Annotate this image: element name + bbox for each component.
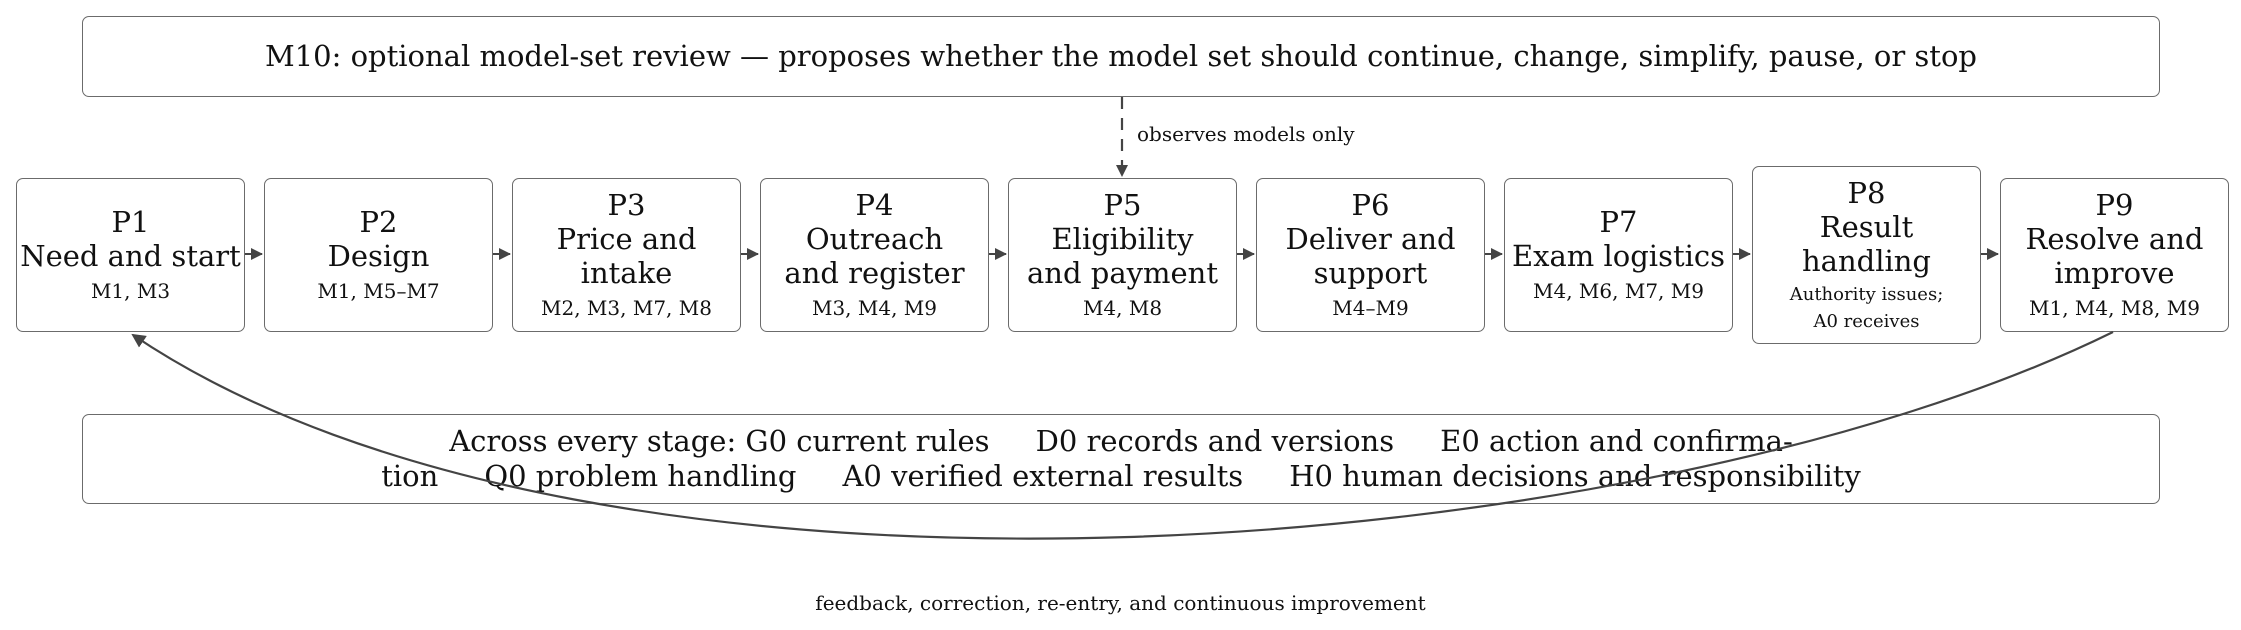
stage-id: P7 (1599, 205, 1638, 239)
stage-p6: P6 Deliver and support M4–M9 (1256, 178, 1485, 332)
stage-models: M1, M4, M8, M9 (2029, 296, 2200, 320)
model-set-review-box: M10: optional model-set review — propose… (82, 16, 2160, 97)
feedback-label: feedback, correction, re-entry, and cont… (815, 591, 1426, 615)
stage-p2: P2 Design M1, M5–M7 (264, 178, 493, 332)
stage-title: Exam logistics (1511, 239, 1726, 273)
feedback-arrow (131, 331, 2114, 540)
stage-p3: P3 Price and intake M2, M3, M7, M8 (512, 178, 741, 332)
stage-p1: P1 Need and start M1, M3 (16, 178, 245, 332)
stage-note: A0 receives (1813, 310, 1920, 332)
cross-cutting-line-1: Across every stage: G0 current rules D0 … (449, 424, 1793, 458)
stage-id: P5 (1103, 188, 1142, 222)
stage-title: Outreach and register (784, 222, 965, 290)
stage-p9: P9 Resolve and improve M1, M4, M8, M9 (2000, 178, 2229, 332)
stage-title: Price and intake (556, 222, 697, 290)
stage-id: P8 (1847, 175, 1886, 210)
observes-label: observes models only (1137, 122, 1355, 146)
stage-p5: P5 Eligibility and payment M4, M8 (1008, 178, 1237, 332)
stage-id: P6 (1351, 188, 1390, 222)
stage-id: P2 (359, 205, 398, 239)
stage-id: P9 (2095, 188, 2134, 222)
cross-cutting-line-2: tion Q0 problem handling A0 verified ext… (381, 459, 1861, 493)
stage-models: M2, M3, M7, M8 (541, 296, 712, 320)
stage-note: Authority issues; (1789, 283, 1944, 305)
cross-cutting-box: Across every stage: G0 current rules D0 … (82, 414, 2160, 504)
stage-title: Design (327, 239, 430, 273)
stage-title: Need and start (20, 239, 241, 273)
stage-models: M3, M4, M9 (811, 296, 938, 320)
stage-p8: P8 Result handling Authority issues; A0 … (1752, 166, 1981, 344)
stage-id: P4 (855, 188, 894, 222)
stage-title: Resolve and improve (2025, 222, 2204, 290)
stage-title: Eligibility and payment (1027, 222, 1218, 290)
stage-models: M1, M3 (90, 279, 171, 303)
stage-models: M1, M5–M7 (317, 279, 440, 303)
review-text: M10: optional model-set review — propose… (265, 39, 1977, 73)
stage-models: M4, M6, M7, M9 (1533, 279, 1704, 303)
stage-title: Result handling (1802, 209, 1931, 278)
stage-p4: P4 Outreach and register M3, M4, M9 (760, 178, 989, 332)
stage-id: P1 (111, 205, 150, 239)
stage-models: M4–M9 (1332, 296, 1409, 320)
stage-p7: P7 Exam logistics M4, M6, M7, M9 (1504, 178, 1733, 332)
stage-title: Deliver and support (1285, 222, 1456, 290)
stage-id: P3 (607, 188, 646, 222)
stage-models: M4, M8 (1082, 296, 1163, 320)
